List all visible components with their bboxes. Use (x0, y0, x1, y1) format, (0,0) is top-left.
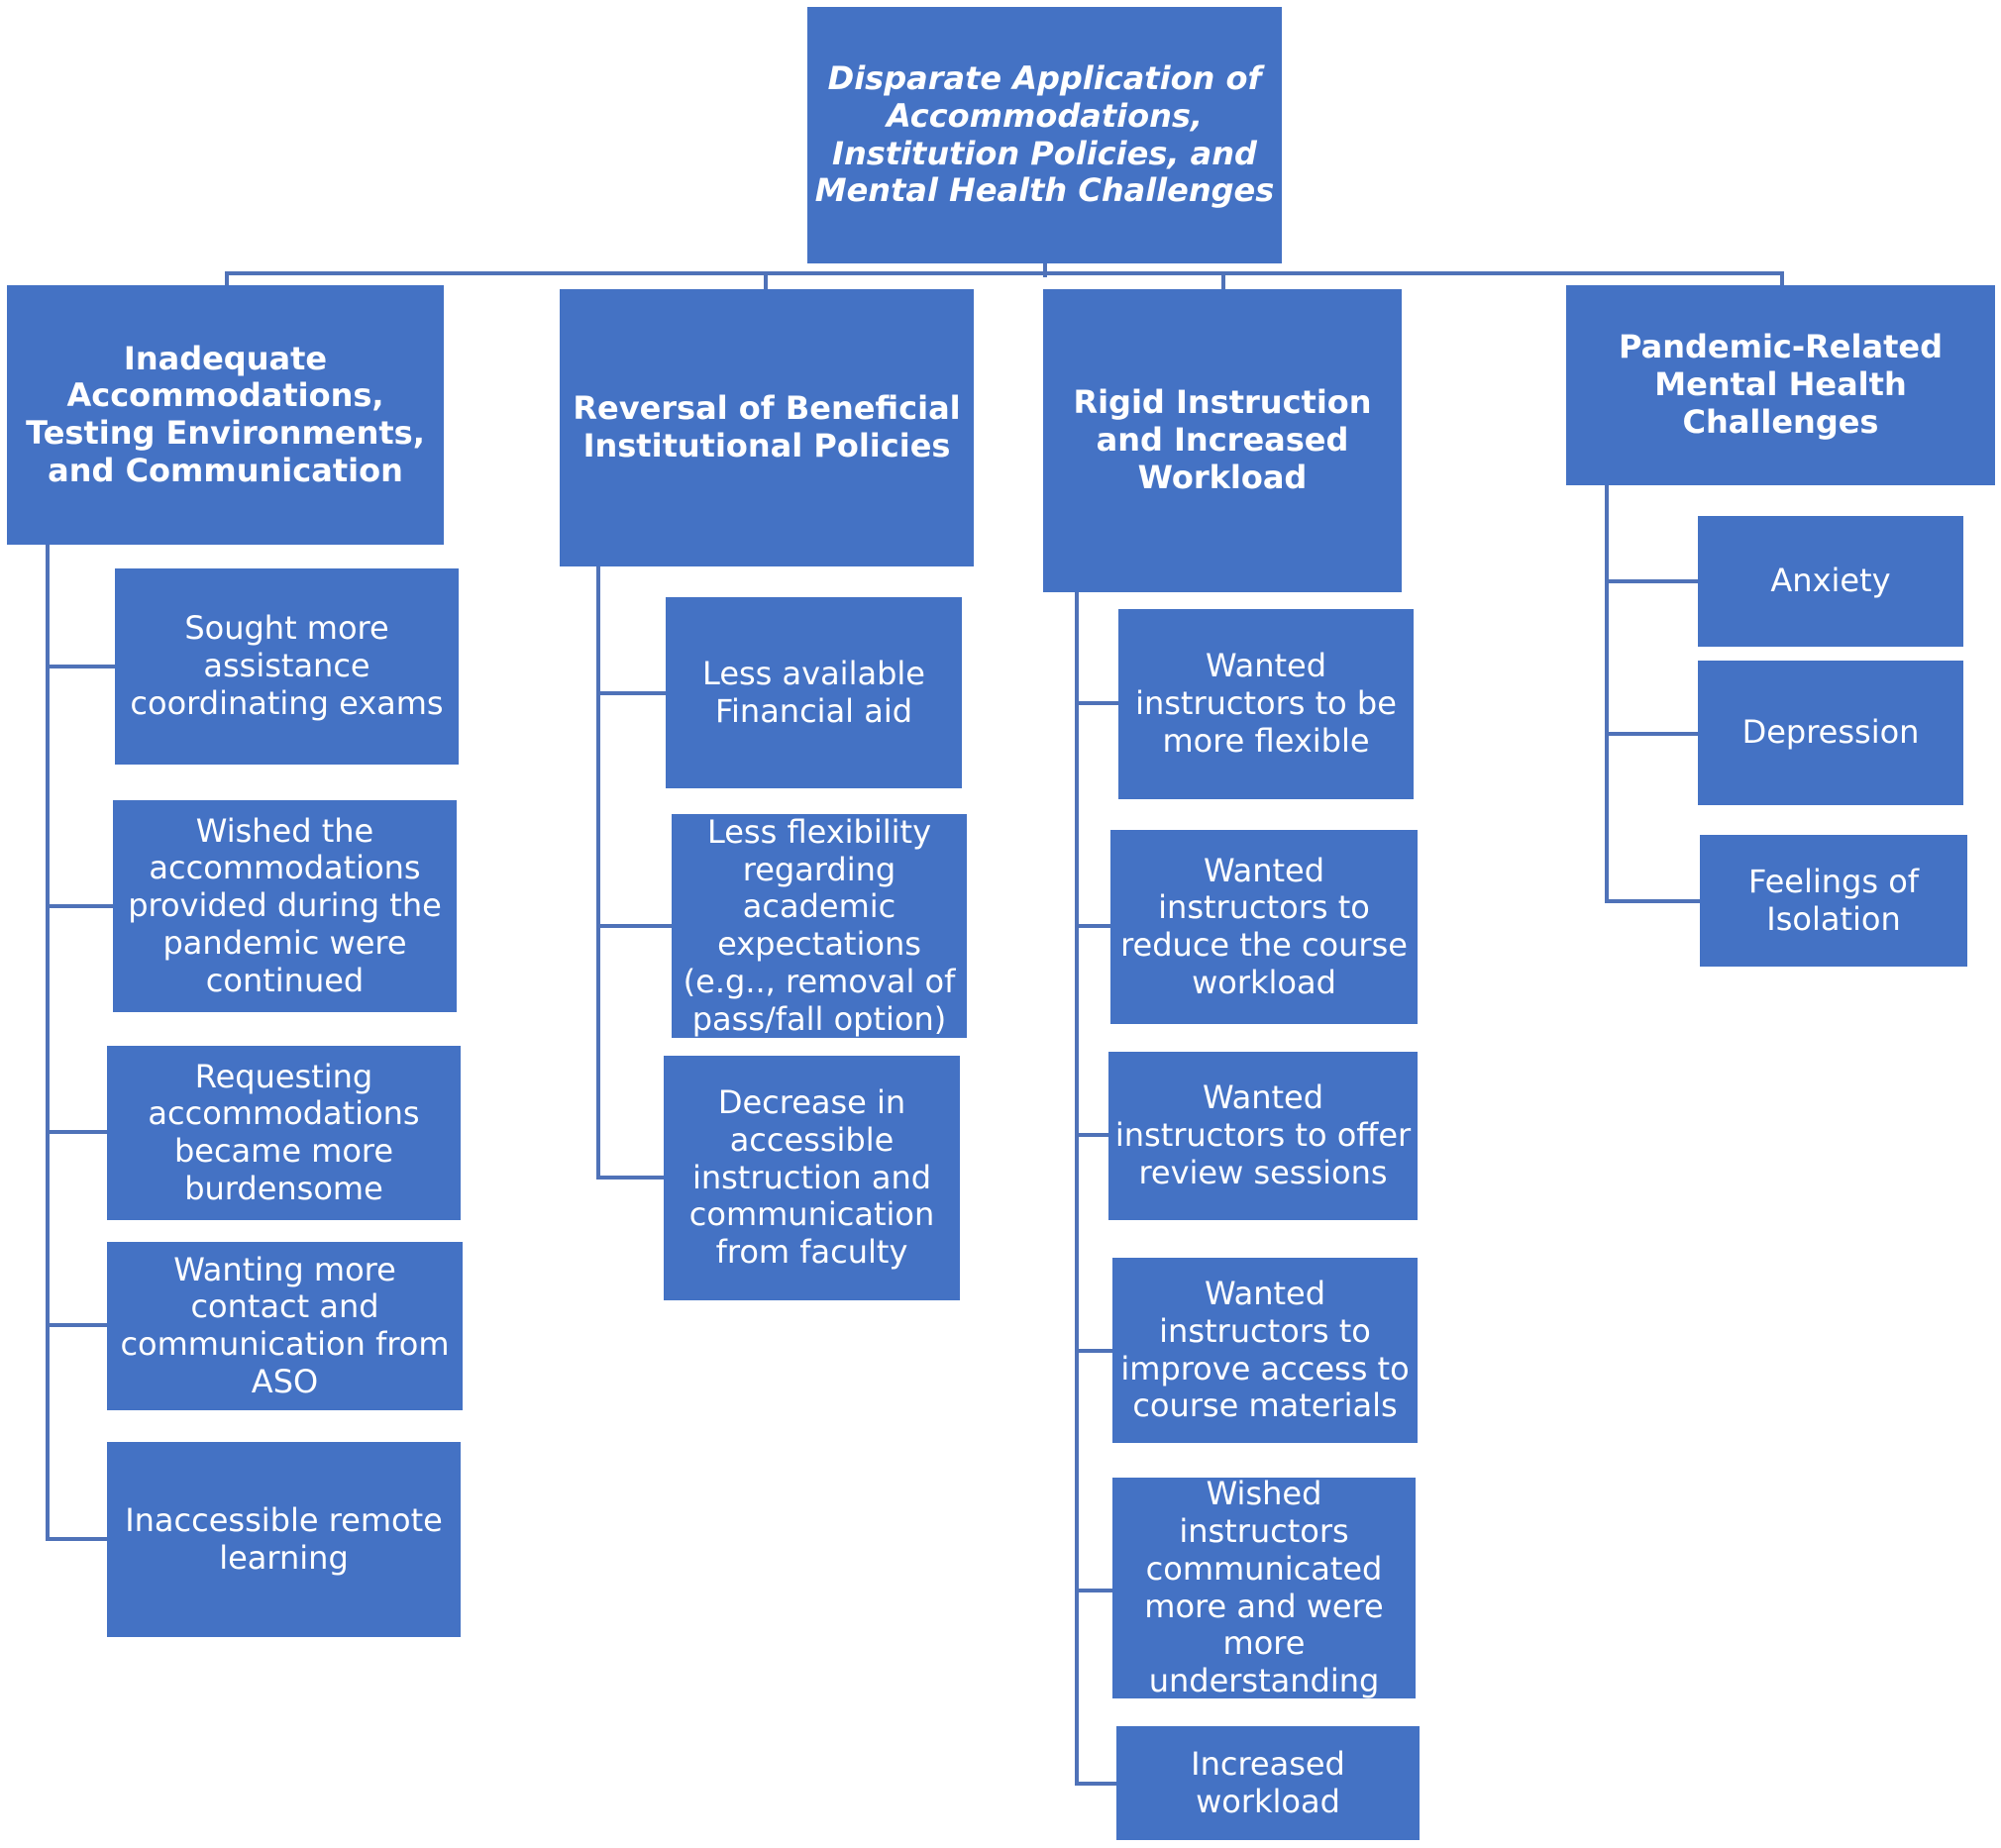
category-box-mental-health: Pandemic-Related Mental Health Challenge… (1566, 285, 1995, 485)
subtheme-text: Inaccessible remote learning (125, 1500, 443, 1577)
subtheme-text: Requesting accommodations became more bu… (148, 1057, 420, 1207)
connector-cat-1-branch-1 (46, 665, 115, 668)
connector-cat-1-branch-3 (46, 1130, 107, 1134)
connector-cat-3-branch-6 (1075, 1782, 1116, 1786)
subtheme-text: Wanted instructors to be more flexible (1135, 647, 1397, 760)
connector-cat-2-branch-3 (596, 1176, 664, 1180)
subtheme-box: Depression (1698, 661, 1963, 805)
connector-cat-1-branch-5 (46, 1537, 107, 1541)
subtheme-box: Wanting more contact and communication f… (107, 1242, 463, 1410)
connector-bus (225, 271, 1784, 275)
connector-cat-3-spine (1075, 592, 1079, 1786)
category-title: Inadequate Accommodations, Testing Envir… (26, 339, 425, 489)
subtheme-box: Wanted instructors to be more flexible (1118, 609, 1414, 799)
connector-cat-3-branch-3 (1075, 1133, 1108, 1137)
connector-cat-1-branch-2 (46, 904, 113, 908)
connector-cat-1-drop (225, 271, 229, 285)
subtheme-text: Decrease in accessible instruction and c… (688, 1083, 935, 1272)
subtheme-text: Wanted instructors to offer review sessi… (1114, 1078, 1412, 1191)
category-title: Reversal of Beneficial Institutional Pol… (573, 389, 961, 464)
connector-cat-2-drop (764, 271, 768, 289)
subtheme-text: Feelings of Isolation (1747, 862, 1920, 938)
subtheme-text: Wanted instructors to improve access to … (1120, 1275, 1410, 1425)
subtheme-box: Less available Financial aid (666, 597, 962, 788)
subtheme-text: Wished the accommodations provided durin… (128, 811, 442, 999)
connector-cat-2-spine (596, 566, 600, 1180)
subtheme-text: Increased workload (1191, 1744, 1345, 1820)
connector-cat-4-branch-1 (1605, 579, 1698, 583)
subtheme-box: Feelings of Isolation (1700, 835, 1967, 967)
subtheme-text: Less available Financial aid (702, 654, 925, 730)
connector-cat-1-spine (46, 545, 50, 1541)
connector-cat-1-branch-4 (46, 1323, 107, 1327)
connector-cat-3-branch-2 (1075, 924, 1110, 928)
connector-cat-4-spine (1605, 485, 1609, 903)
subtheme-box: Inaccessible remote learning (107, 1442, 461, 1637)
subtheme-box: Less flexibility regarding academic expe… (672, 812, 967, 1038)
subtheme-box: Sought more assistance coordinating exam… (115, 568, 459, 765)
subtheme-text: Anxiety (1770, 562, 1891, 600)
subtheme-box: Decrease in accessible instruction and c… (664, 1056, 960, 1300)
subtheme-text: Wanting more contact and communication f… (120, 1250, 450, 1400)
category-box-rigid-instruction: Rigid Instruction and Increased Workload (1043, 289, 1402, 592)
connector-cat-4-branch-3 (1605, 899, 1700, 903)
connector-cat-3-drop (1221, 271, 1225, 289)
subtheme-text: Less flexibility regarding academic expe… (683, 812, 956, 1038)
subtheme-text: Wished instructors communicated more and… (1144, 1475, 1384, 1699)
connector-cat-4-branch-2 (1605, 732, 1698, 736)
subtheme-box: Increased workload (1116, 1726, 1420, 1840)
subtheme-box: Wished the accommodations provided durin… (113, 800, 457, 1012)
subtheme-box: Requesting accommodations became more bu… (107, 1046, 461, 1220)
subtheme-text: Sought more assistance coordinating exam… (130, 609, 444, 722)
category-box-institutional-policies: Reversal of Beneficial Institutional Pol… (560, 289, 974, 566)
connector-cat-2-branch-1 (596, 691, 666, 695)
connector-cat-3-branch-1 (1075, 701, 1118, 705)
subtheme-box: Wanted instructors to reduce the course … (1110, 830, 1418, 1024)
category-box-accommodations: Inadequate Accommodations, Testing Envir… (7, 285, 444, 545)
root-theme-text: Disparate Application of Accommodations,… (814, 59, 1275, 210)
connector-cat-2-branch-2 (596, 924, 672, 928)
connector-cat-4-drop (1780, 271, 1784, 285)
connector-cat-3-branch-5 (1075, 1589, 1112, 1592)
category-title: Rigid Instruction and Increased Workload (1073, 383, 1372, 496)
subtheme-box: Wanted instructors to offer review sessi… (1108, 1052, 1418, 1220)
connector-cat-3-branch-4 (1075, 1349, 1112, 1353)
connector-root-stem (1043, 263, 1047, 277)
subtheme-box: Wanted instructors to improve access to … (1112, 1258, 1418, 1443)
subtheme-text: Depression (1741, 713, 1920, 752)
subtheme-box: Anxiety (1698, 516, 1963, 647)
root-theme-box: Disparate Application of Accommodations,… (807, 7, 1282, 263)
category-title: Pandemic-Related Mental Health Challenge… (1619, 328, 1943, 441)
subtheme-box: Wished instructors communicated more and… (1112, 1475, 1416, 1699)
subtheme-text: Wanted instructors to reduce the course … (1120, 851, 1408, 1001)
